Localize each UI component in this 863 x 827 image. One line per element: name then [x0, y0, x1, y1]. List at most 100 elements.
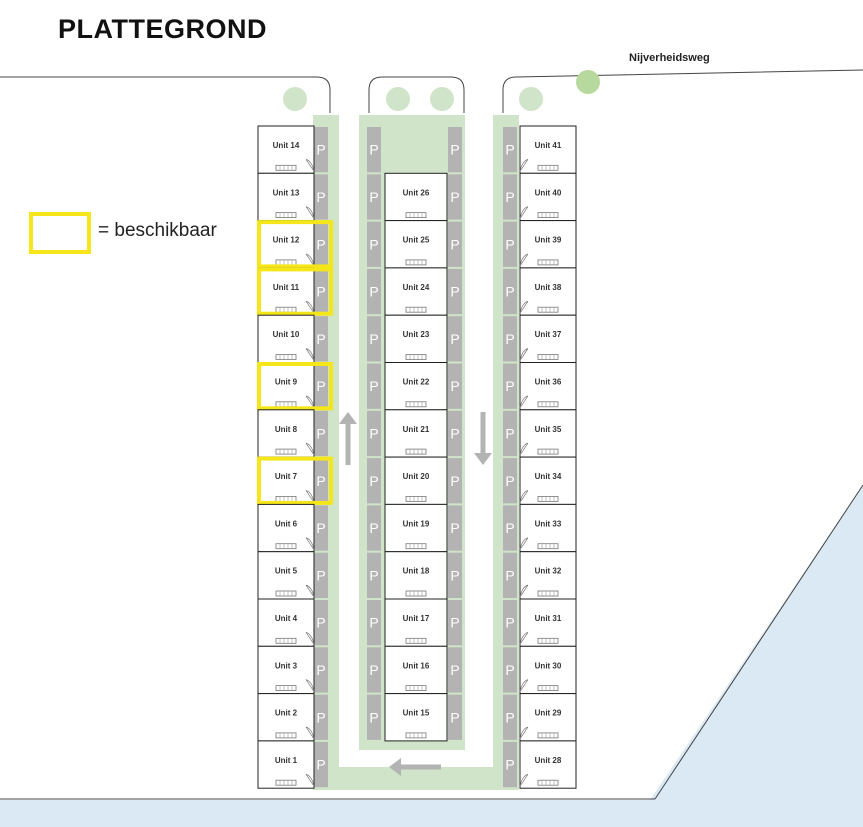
parking-right-2: P: [503, 174, 517, 220]
unit-middle-11[interactable]: Unit 16: [384, 645, 448, 695]
unit-right-10[interactable]: Unit 32: [519, 551, 577, 600]
unit-right-11[interactable]: Unit 31: [519, 598, 577, 647]
unit-label: Unit 3: [275, 661, 298, 670]
available-highlight: [257, 220, 333, 269]
parking-right-13: P: [503, 694, 517, 740]
unit-right-6[interactable]: Unit 36: [519, 362, 577, 411]
unit-label: Unit 35: [535, 425, 562, 434]
parking-mid-right-8: P: [448, 458, 462, 504]
unit-middle-4[interactable]: Unit 23: [384, 314, 448, 364]
unit-right-4[interactable]: Unit 38: [519, 267, 577, 316]
unit-label: Unit 22: [403, 378, 430, 387]
roller-door-icon: [275, 685, 297, 691]
roller-door-icon: [537, 590, 559, 597]
roller-door-icon: [275, 637, 297, 644]
unit-middle-7[interactable]: Unit 20: [384, 456, 448, 505]
svg-text:P: P: [316, 331, 325, 347]
unit-middle-12[interactable]: Unit 15: [384, 693, 448, 742]
unit-right-12[interactable]: Unit 30: [519, 645, 577, 695]
parking-mid-left-7: P: [367, 410, 381, 457]
unit-middle-8[interactable]: Unit 19: [384, 503, 448, 553]
unit-right-7[interactable]: Unit 35: [519, 409, 577, 458]
tree-middle-2: [430, 87, 454, 111]
unit-right-14[interactable]: Unit 28: [519, 740, 577, 789]
parking-right-12: P: [503, 647, 517, 693]
unit-right-8[interactable]: Unit 34: [519, 456, 577, 505]
unit-label: Unit 41: [535, 141, 562, 150]
roller-door-icon: [275, 543, 297, 550]
unit-label: Unit 39: [535, 236, 562, 245]
unit-middle-1[interactable]: Unit 26: [384, 172, 448, 222]
unit-left-3[interactable]: Unit 12: [257, 220, 333, 269]
legend-available-swatch: [29, 212, 91, 254]
svg-text:P: P: [450, 331, 459, 347]
roller-door-icon: [537, 779, 559, 786]
unit-left-6[interactable]: Unit 9: [257, 362, 333, 411]
parking-mid-left-5: P: [367, 316, 381, 362]
roller-door-icon: [537, 637, 559, 644]
roller-door-icon: [275, 354, 297, 360]
roller-door-icon: [275, 401, 297, 408]
unit-left-14[interactable]: Unit 1: [257, 740, 315, 789]
unit-right-3[interactable]: Unit 39: [519, 220, 577, 269]
unit-right-9[interactable]: Unit 33: [519, 503, 577, 553]
door-icon: [305, 158, 315, 172]
roller-door-icon: [537, 306, 559, 313]
door-icon: [519, 537, 529, 550]
door-icon: [305, 679, 315, 692]
roller-door-icon: [537, 448, 559, 455]
unit-label: Unit 19: [403, 519, 430, 528]
parking-right-11: P: [503, 600, 517, 646]
unit-left-7[interactable]: Unit 8: [257, 409, 315, 458]
unit-left-2[interactable]: Unit 13: [257, 172, 315, 222]
svg-text:P: P: [505, 189, 514, 205]
parking-left-12: P: [314, 647, 328, 693]
unit-right-13[interactable]: Unit 29: [519, 693, 577, 742]
unit-left-4[interactable]: Unit 11: [257, 267, 333, 316]
parking-mid-left-6: P: [367, 363, 381, 409]
roller-door-icon: [275, 590, 297, 597]
svg-text:P: P: [316, 757, 325, 773]
unit-middle-6[interactable]: Unit 21: [384, 409, 448, 458]
unit-label: Unit 13: [273, 188, 300, 197]
unit-right-2[interactable]: Unit 40: [519, 172, 577, 222]
unit-middle-2[interactable]: Unit 25: [384, 220, 448, 269]
door-icon: [519, 395, 529, 408]
parking-mid-right-5: P: [448, 316, 462, 362]
unit-left-10[interactable]: Unit 5: [257, 551, 315, 600]
unit-right-5[interactable]: Unit 37: [519, 314, 577, 364]
roller-door-icon: [405, 495, 427, 502]
roller-door-icon: [405, 448, 427, 455]
parking-mid-right-12: P: [448, 647, 462, 693]
svg-text:P: P: [369, 520, 378, 536]
svg-text:P: P: [450, 425, 459, 441]
roller-door-icon: [537, 354, 559, 360]
svg-text:P: P: [369, 331, 378, 347]
unit-left-12[interactable]: Unit 3: [257, 645, 315, 695]
unit-left-1[interactable]: Unit 14: [257, 125, 315, 174]
right-block-boundary: [502, 69, 863, 113]
door-icon: [519, 631, 529, 645]
roller-door-icon: [275, 306, 297, 313]
unit-middle-5[interactable]: Unit 22: [384, 362, 448, 411]
unit-middle-9[interactable]: Unit 18: [384, 551, 448, 600]
parking-left-7: P: [314, 410, 328, 457]
unit-left-13[interactable]: Unit 2: [257, 693, 315, 742]
parking-right-7: P: [503, 410, 517, 457]
svg-text:P: P: [450, 662, 459, 678]
unit-middle-3[interactable]: Unit 24: [384, 267, 448, 316]
tree-right: [519, 87, 543, 111]
parking-right-4: P: [503, 268, 517, 315]
parking-right-6: P: [503, 363, 517, 409]
svg-text:P: P: [450, 709, 459, 725]
unit-left-11[interactable]: Unit 4: [257, 598, 315, 647]
roller-door-icon: [537, 164, 559, 171]
unit-right-1[interactable]: Unit 41: [519, 125, 577, 174]
legend-text: = beschikbaar: [98, 220, 217, 241]
unit-middle-10[interactable]: Unit 17: [384, 598, 448, 647]
unit-left-9[interactable]: Unit 6: [257, 503, 315, 553]
available-highlight: [257, 362, 333, 411]
parking-left-1: P: [314, 127, 328, 173]
parking-mid-left-1: P: [367, 127, 381, 173]
unit-left-5[interactable]: Unit 10: [257, 314, 315, 364]
